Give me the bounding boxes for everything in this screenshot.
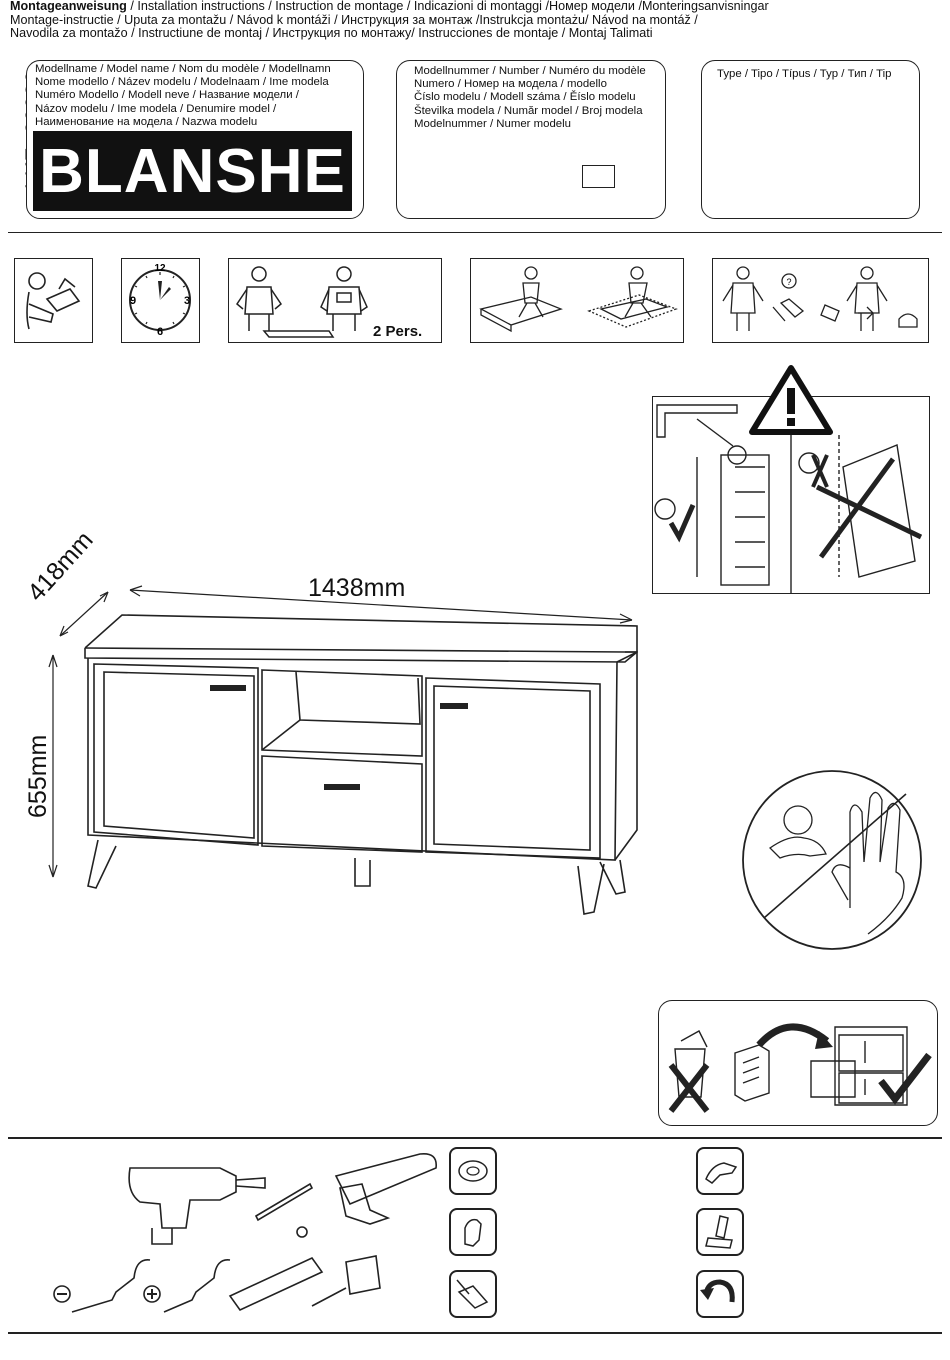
model-number-label-line: Modellnummer / Number / Numéro du modèle	[414, 65, 646, 77]
glove-icon	[449, 1208, 497, 1256]
wall-fixing-warning-panel	[652, 396, 930, 594]
tape-measure-icon	[345, 1255, 381, 1295]
model-name-label-line: Nome modello / Název modelu / Modelnaam …	[35, 76, 329, 89]
header-line-3: Navodila za montažo / Instructiune de mo…	[10, 26, 653, 41]
packaging-disposal-panel	[658, 1000, 938, 1126]
drill-icon	[128, 1167, 237, 1229]
clock-number-3: 3	[184, 295, 190, 307]
spirit-level-icon	[228, 1256, 324, 1312]
phillips-screwdriver-icon	[163, 1259, 231, 1313]
clock-number-9: 9	[130, 295, 136, 307]
clock-number-12: 12	[154, 263, 166, 274]
hammer-icon	[334, 1152, 437, 1206]
clock-icon: 12 3 6 9	[129, 263, 191, 338]
model-name-label-line: Názov modelu / Ime modela / Denumire mod…	[35, 102, 277, 115]
two-persons-panel: 2 Pers.	[228, 258, 442, 343]
header-divider	[8, 232, 942, 233]
model-number-label-line: Numero / Номер на модела / modello	[414, 78, 607, 91]
customer-service-icon: ?	[722, 266, 918, 331]
model-number-box: Modellnummer / Number / Numéro du modèle…	[396, 60, 666, 219]
tape-roll-icon	[449, 1147, 497, 1195]
brand-name-banner: BLANSHE	[33, 131, 352, 211]
tools-top-divider	[8, 1137, 942, 1139]
time-panel: 12 3 6 9	[121, 258, 200, 343]
clock-number-6: 6	[157, 326, 163, 338]
model-name-label-line: Numéro Modello / Modell neve / Название …	[35, 89, 299, 102]
flat-screwdriver-icon	[71, 1259, 151, 1313]
model-name-label-line: Modellname / Model name / Nom du modèle …	[35, 63, 331, 75]
model-name-labels: Modellname / Model name / Nom du modèle …	[35, 63, 331, 129]
dustpan-icon	[449, 1270, 497, 1318]
hand-protection-icon	[696, 1147, 744, 1195]
type-label: Type / Tipo / Típus / Typ / Тип / Tip	[717, 68, 892, 80]
model-number-label-line: Številka modela / Număr model / Broj mod…	[414, 104, 643, 117]
two-persons-icon	[236, 266, 368, 338]
person-reading-manual-icon	[26, 272, 81, 330]
wall-fixing-warning-icon	[654, 397, 923, 593]
header-title-lines: Montageanweisung / Installation instruct…	[10, 0, 945, 41]
tv-cabinet-drawing	[48, 585, 638, 915]
rotate-icon	[696, 1270, 744, 1318]
type-box: Type / Tipo / Típus / Typ / Тип / Tip	[701, 60, 920, 219]
tools-illustration	[53, 1152, 437, 1313]
svg-text:?: ?	[786, 277, 791, 287]
packaging-disposal-icon	[668, 1023, 932, 1113]
header-line-1: / Installation instructions / Instructio…	[126, 0, 769, 13]
model-number-field	[582, 165, 615, 188]
child-safety-icon	[742, 770, 922, 950]
model-number-label-line: Číslo modelu / Modell száma / Ěíslo mode…	[414, 91, 636, 104]
model-number-label-line: Modelnummer / Numer modelu	[414, 117, 571, 130]
header-title-bold: Montageanweisung	[10, 0, 127, 13]
warning-triangle-icon	[749, 365, 833, 435]
model-name-label-line: Наименование на модела / Nazwa modelu	[35, 115, 258, 128]
width-dimension: 1438mm	[308, 574, 406, 602]
header-line-2: Montage-instructie / Uputa za montažu / …	[10, 12, 698, 27]
read-manual-panel	[14, 258, 93, 343]
persons-count-label: 2 Pers.	[373, 323, 423, 340]
height-dimension: 655mm	[24, 734, 52, 818]
unpacking-panel	[470, 258, 684, 343]
unpacking-icon	[479, 266, 678, 333]
model-number-labels: Modellnummer / Number / Numéro du modèle…	[414, 65, 646, 131]
mallet-icon	[696, 1208, 744, 1256]
customer-service-panel: ?	[712, 258, 929, 343]
tools-bottom-divider	[8, 1332, 942, 1334]
